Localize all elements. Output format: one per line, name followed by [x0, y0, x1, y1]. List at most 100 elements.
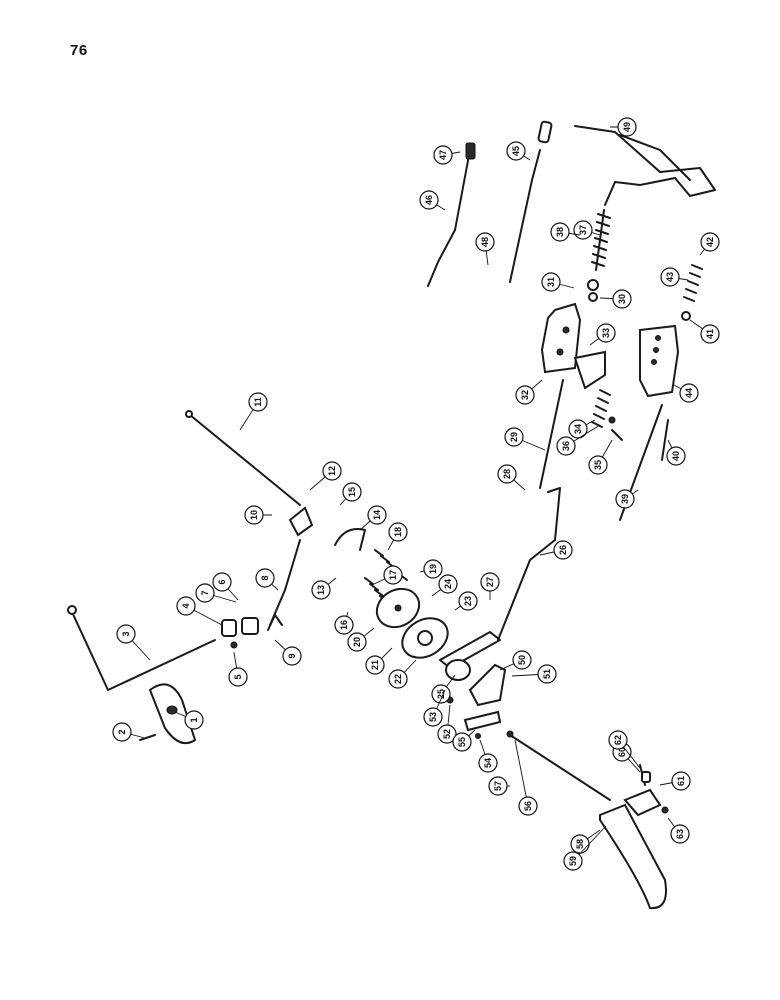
callout-circle — [537, 664, 557, 684]
callout-circle — [504, 427, 524, 447]
callout-label: 8 — [260, 575, 270, 580]
callout-label: 7 — [200, 590, 210, 595]
callout-circle — [431, 684, 451, 704]
callout-circle — [248, 392, 268, 412]
pedal-assembly — [506, 730, 669, 910]
callout-31: 31 — [541, 272, 575, 292]
callout-label: 50 — [517, 655, 527, 665]
rod-11-part — [189, 414, 301, 506]
callout-12: 12 — [309, 461, 342, 491]
callout-circle — [475, 232, 495, 252]
callout-55: 55 — [452, 729, 476, 752]
callout-label: 46 — [424, 195, 434, 205]
pedal-58-part — [599, 803, 667, 910]
rod-55-part — [509, 734, 611, 801]
callout-59: 59 — [563, 825, 607, 871]
bolt-35-part — [611, 429, 623, 441]
plate-33-part — [573, 350, 606, 390]
callout-8: 8 — [255, 568, 279, 591]
callout-layer: 1234567891011121314151617181920212223242… — [112, 117, 720, 871]
callout-63: 63 — [667, 817, 690, 844]
callout-circle — [282, 646, 302, 666]
callout-51: 51 — [511, 664, 557, 684]
callout-58: 58 — [570, 829, 601, 854]
callout-label: 14 — [372, 510, 382, 520]
callout-7: 7 — [195, 583, 237, 603]
bracket-44-part — [639, 324, 680, 398]
callout-label: 25 — [436, 689, 446, 699]
callout-label: 61 — [676, 776, 686, 786]
lever-12-part — [288, 506, 314, 537]
callout-circle — [228, 667, 248, 687]
callout-circle — [365, 655, 385, 675]
hole-44-c — [651, 359, 657, 365]
callout-27: 27 — [480, 572, 500, 600]
rod-3-part — [71, 611, 216, 691]
callout-circle — [311, 580, 331, 600]
rod-11-end — [185, 410, 193, 418]
callout-circle — [608, 730, 628, 750]
callout-circle — [388, 522, 408, 542]
callout-38: 38 — [550, 222, 581, 242]
callout-circle — [367, 505, 387, 525]
disc-21-hub — [394, 604, 402, 612]
rod-3-knob — [67, 605, 77, 615]
callout-label: 58 — [575, 839, 585, 849]
callout-circle — [700, 324, 720, 344]
washer-31-part — [587, 279, 599, 291]
callout-circle — [184, 710, 204, 730]
spring-43-part — [683, 264, 703, 302]
callout-label: 56 — [523, 801, 533, 811]
callout-circle — [388, 669, 408, 689]
callout-9: 9 — [274, 639, 302, 666]
callout-2: 2 — [112, 722, 146, 742]
callout-circle — [556, 436, 576, 456]
nut-36-part — [608, 416, 616, 424]
callout-11: 11 — [239, 392, 268, 431]
callout-label: 26 — [558, 545, 568, 555]
callout-label: 5 — [233, 674, 243, 679]
callout-label: 30 — [617, 294, 627, 304]
rod-26-part — [497, 487, 561, 641]
callout-label: 38 — [555, 227, 565, 237]
callout-42: 42 — [699, 232, 720, 256]
callout-label: 62 — [613, 735, 623, 745]
callout-label: 27 — [485, 577, 495, 587]
spacer-60-part — [641, 771, 651, 783]
callout-61: 61 — [659, 771, 691, 791]
callout-circle — [116, 624, 136, 644]
callout-40: 40 — [666, 439, 686, 466]
callout-47: 47 — [433, 145, 461, 165]
callout-43: 43 — [660, 267, 689, 287]
callout-label: 11 — [253, 397, 263, 407]
callout-label: 33 — [601, 328, 611, 338]
callout-label: 55 — [457, 737, 467, 747]
callout-41: 41 — [689, 319, 720, 344]
callout-label: 45 — [511, 146, 521, 156]
bracket-51-part — [463, 710, 502, 732]
callout-circle — [195, 583, 215, 603]
spring-34-part — [591, 389, 611, 428]
callout-25: 25 — [431, 674, 456, 704]
nut-5-part — [230, 641, 238, 649]
clevis-45-part — [537, 120, 553, 144]
callout-label: 32 — [520, 390, 530, 400]
callout-label: 21 — [370, 660, 380, 670]
bracket-32-part — [540, 302, 582, 374]
callout-circle — [347, 632, 367, 652]
screw-2-part — [139, 734, 156, 741]
callout-label: 49 — [622, 122, 632, 132]
callout-24: 24 — [431, 574, 458, 597]
callout-17: 17 — [371, 565, 403, 586]
callout-label: 17 — [388, 570, 398, 580]
callout-circle — [322, 461, 342, 481]
callout-label: 44 — [684, 388, 694, 398]
callout-circle — [419, 190, 439, 210]
callout-circle — [438, 574, 458, 594]
callout-57: 57 — [488, 776, 510, 796]
callout-label: 9 — [287, 653, 297, 658]
rod-29-part — [539, 379, 564, 489]
hole-32-a — [562, 326, 570, 334]
callout-20: 20 — [347, 627, 375, 652]
callout-62: 62 — [608, 730, 641, 769]
